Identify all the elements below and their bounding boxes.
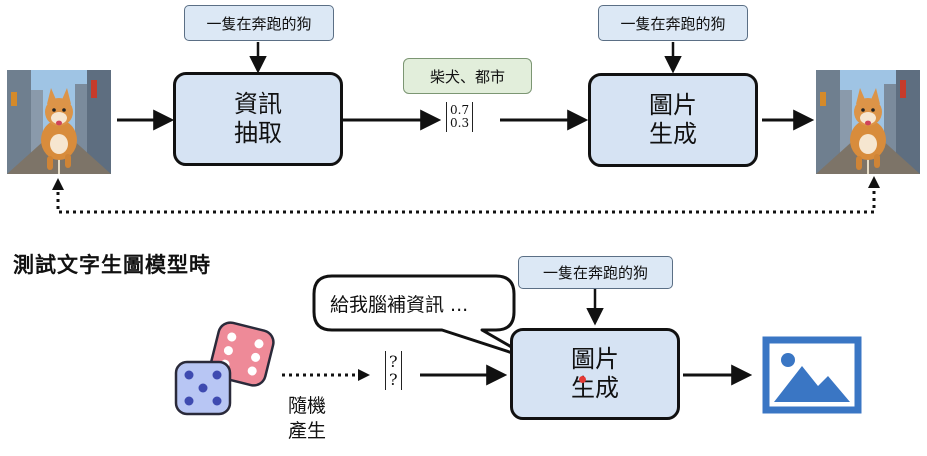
speech-bubble	[312, 274, 536, 362]
image-generation-box: 圖片 生成	[588, 73, 758, 167]
section-title: 測試文字生圖模型時	[13, 253, 211, 277]
latent-vector-bottom: ? ?	[385, 351, 402, 391]
pointer-dot	[579, 376, 586, 383]
dice-icon	[174, 321, 275, 416]
caption-line: 產生	[288, 419, 327, 442]
latent-vector-top: 0.7 0.3	[446, 102, 474, 133]
bubble-text: 給我腦補資訊 ...	[330, 294, 469, 316]
image-placeholder-icon	[762, 336, 862, 414]
input-dog-image	[7, 70, 111, 174]
box-line-1: 資訊	[234, 90, 282, 119]
info-extraction-box: 資訊 抽取	[173, 72, 343, 166]
image-generation-box-bottom: 圖片 生成	[510, 328, 680, 420]
info-tag-text: 柴犬、都市	[429, 67, 505, 86]
prompt-text: 一隻在奔跑的狗	[206, 14, 312, 33]
prompt-text: 一隻在奔跑的狗	[542, 264, 648, 282]
box-line-1: 圖片	[571, 345, 619, 374]
box-line-2: 生成	[649, 120, 697, 148]
prompt-text: 一隻在奔跑的狗	[620, 14, 726, 33]
output-dog-image	[816, 70, 920, 174]
vector-value: ?	[389, 369, 398, 389]
prompt-label-left: 一隻在奔跑的狗	[184, 5, 334, 41]
prompt-label-right: 一隻在奔跑的狗	[598, 5, 748, 41]
prompt-label-bottom: 一隻在奔跑的狗	[518, 256, 673, 289]
info-tag: 柴犬、都市	[403, 58, 532, 94]
box-line-2: 抽取	[234, 119, 282, 147]
dotted-feedback-loop	[56, 184, 876, 214]
box-line-1: 圖片	[649, 91, 697, 120]
vector-value: 0.7	[450, 103, 470, 117]
vector-value: 0.3	[450, 116, 470, 131]
vector-value: ?	[389, 352, 398, 371]
random-generate-label: 隨機 產生	[288, 394, 326, 443]
caption-line: 隨機	[288, 395, 327, 417]
